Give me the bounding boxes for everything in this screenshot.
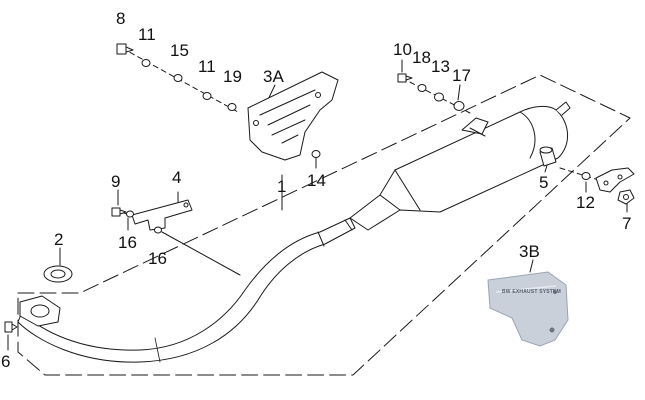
nut-7: [617, 189, 635, 205]
washer-17: [453, 101, 465, 111]
muffler: [349, 101, 571, 231]
callout-18: 18: [412, 48, 431, 67]
bolt-8: [116, 43, 134, 55]
washer-11b: [202, 92, 212, 100]
callout-16a: 16: [118, 233, 137, 252]
callout-1: 1: [277, 177, 287, 196]
rubber-mount-5: [539, 146, 557, 167]
bolt-6: [4, 321, 18, 333]
callout-3B: 3B: [519, 242, 540, 261]
callout-19: 19: [223, 67, 242, 86]
callout-7: 7: [622, 214, 632, 233]
rear-mount-bracket: [595, 167, 635, 193]
callout-8: 8: [116, 9, 126, 28]
callout-14: 14: [307, 171, 326, 190]
leader-pipe-bracket: [161, 231, 241, 276]
callout-17: 17: [452, 66, 471, 85]
bolt-10: [397, 73, 413, 83]
washer-13: [434, 92, 444, 102]
washer-12: [581, 172, 591, 180]
callout-15: 15: [170, 41, 189, 60]
callout-11b: 11: [198, 57, 216, 76]
washer-15: [173, 74, 183, 82]
gasket-2: [43, 265, 73, 283]
heat-shield-3b: [487, 271, 569, 347]
bolt-9: [111, 207, 127, 217]
callout-6: 6: [1, 352, 11, 371]
callout-5: 5: [539, 173, 549, 192]
callout-13: 13: [431, 57, 450, 76]
callout-2: 2: [54, 230, 64, 249]
callout-3A: 3A: [263, 67, 284, 86]
assembly-frame: [17, 74, 631, 376]
washer-14: [311, 150, 321, 158]
leader-3b: [529, 259, 534, 273]
exhaust-flange: [19, 295, 61, 327]
callout-4: 4: [172, 168, 182, 187]
washer-16b: [154, 226, 162, 234]
washer-16a: [126, 210, 134, 218]
washer-11a: [141, 59, 151, 67]
bracket-4: [131, 199, 193, 231]
washer-19: [227, 103, 237, 111]
washer-18: [417, 84, 427, 92]
callout-10: 10: [393, 40, 412, 59]
heat-shield-3b-label: BW EXHAUST SYSTEM: [502, 289, 561, 295]
heat-shield-3a: [247, 71, 339, 161]
callout-11a: 11: [138, 25, 156, 44]
callout-16b: 16: [148, 249, 167, 268]
callout-9: 9: [111, 172, 121, 191]
leader-17: [457, 84, 461, 101]
exhaust-pipe: [17, 217, 356, 363]
callout-12: 12: [576, 193, 595, 212]
